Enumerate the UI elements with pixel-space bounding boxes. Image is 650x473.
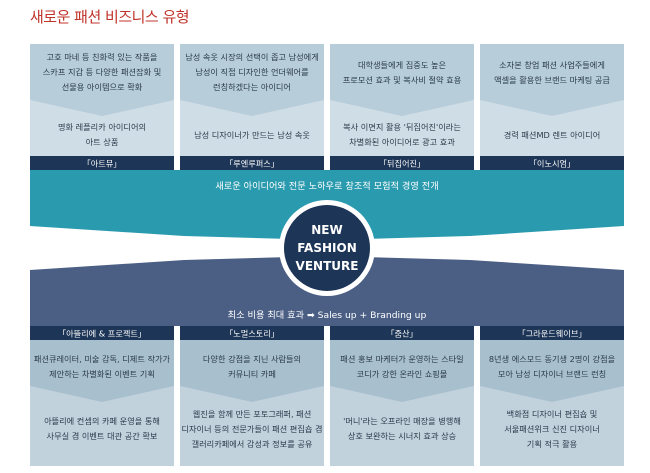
top-panel-chevron xyxy=(480,100,624,156)
bottom-band-text: 최소 비용 최대 효과 ➡ Sales up + Branding up xyxy=(228,310,427,321)
bottom-desc: 패션큐레이터, 미술 감독, 디제트 작가가 xyxy=(34,354,171,364)
top-desc: 스카프 지갑 등 다양한 패션잡화 및 xyxy=(43,67,161,77)
top-label-bar xyxy=(180,156,324,170)
bottom-label-bar xyxy=(30,326,174,340)
top-label: 「루엔루퍼스」 xyxy=(225,159,279,169)
top-label: 「아트뮤」 xyxy=(83,159,122,169)
top-label-bar xyxy=(330,156,474,170)
bottom-panel-chevron xyxy=(330,386,474,466)
bottom-sub: 기획 적극 활용 xyxy=(527,439,578,449)
top-panel-chevron xyxy=(30,100,174,156)
top-label: 「이노시엄」 xyxy=(529,159,576,169)
top-sub: 명화 레플리카 아이디어의 xyxy=(58,122,146,132)
bottom-label-bar xyxy=(180,326,324,340)
bottom-label-bar xyxy=(480,326,624,340)
bottom-sub: 백화점 디자이너 편집숍 및 xyxy=(507,409,598,419)
top-desc: 액셀을 활용한 브랜드 마케팅 공급 xyxy=(494,75,610,85)
top-sub: 아트 상품 xyxy=(86,137,119,147)
top-desc: 소자본 창업 패션 사업주들에게 xyxy=(499,60,605,70)
bottom-desc: 모아 남성 디자이너 브랜드 런칭 xyxy=(498,369,606,379)
bottom-desc: 코디가 강한 온라인 쇼핑몰 xyxy=(357,369,448,379)
bottom-desc: 제안하는 차별화된 이벤트 기획 xyxy=(49,369,155,379)
page-title: 새로운 패션 비즈니스 유형 xyxy=(30,8,190,26)
top-desc: 프로모션 효과 및 복사비 절약 효용 xyxy=(343,75,462,85)
top-panel-chevron xyxy=(330,100,474,156)
top-desc: 남성 속옷 시장의 선택이 좁고 남성에게 xyxy=(185,52,319,62)
top-sub: 경력 패션MD 렌트 아이디어 xyxy=(504,130,601,140)
bottom-sub: 웹진을 함께 만든 포토그래퍼, 패션 xyxy=(193,409,311,419)
arrow-right-icon: ➡ xyxy=(307,310,318,321)
bottom-band-suffix: Sales up + Branding up xyxy=(318,310,427,321)
bottom-desc: 커뮤니티 카페 xyxy=(228,369,276,379)
bottom-sub: 갤러리카페에서 감성과 정보를 공유 xyxy=(192,439,313,449)
top-desc: 고호 마네 등 친화력 있는 작품을 xyxy=(47,52,158,62)
bottom-label-bar xyxy=(330,326,474,340)
bottom-panel-chevron xyxy=(480,386,624,466)
bottom-sub: 서울패션위크 신진 디자이너 xyxy=(504,424,600,434)
center-label: FASHION xyxy=(297,241,357,255)
top-band-text: 새로운 아이디어와 전문 노하우로 창조적 모험적 경영 전개 xyxy=(215,180,438,192)
bottom-sub: 사무실 겸 이벤트 대관 공간 확보 xyxy=(47,431,158,441)
top-desc: 남성이 직접 디자인한 언더웨어를 xyxy=(195,67,309,77)
bottom-label: 「노멀스토리」 xyxy=(225,329,279,339)
bottom-label: 「아뜰리에 & 프로젝트」 xyxy=(58,329,146,339)
center-label: NEW xyxy=(311,223,342,237)
top-sub: 차별화된 아이디어로 광고 효과 xyxy=(349,137,455,147)
center-circle xyxy=(284,205,370,291)
bottom-sub: '머니'라는 오프라인 매장을 병행해 xyxy=(343,416,461,426)
bottom-label: 「줌산」 xyxy=(386,329,417,339)
bottom-label: 「그라운드웨이브」 xyxy=(517,329,586,339)
bottom-sub: 상호 보완하는 시너지 효과 상승 xyxy=(348,431,457,441)
top-label-bar xyxy=(30,156,174,170)
bottom-sub: 아뜰리에 컨셉의 카페 운영을 통해 xyxy=(44,416,160,426)
center-label: VENTURE xyxy=(296,259,359,273)
top-label-bar xyxy=(480,156,624,170)
top-sub: 복사 이면지 활용 '뒤집어진'이라는 xyxy=(343,122,461,132)
bottom-panel-chevron xyxy=(180,386,324,466)
top-desc: 런칭하겠다는 아이디어 xyxy=(213,82,291,92)
bottom-desc: 패션 홍보 마케터가 운영하는 스타일 xyxy=(340,354,463,364)
top-panel-chevron xyxy=(180,100,324,156)
bottom-panel-chevron xyxy=(30,386,174,466)
bottom-band-prefix: 최소 비용 최대 효과 xyxy=(228,310,307,321)
bottom-sub: 디자이너 등의 전문가들이 패션 편집숍 겸 xyxy=(181,424,322,434)
top-desc: 대학생들에게 집중도 높은 xyxy=(358,60,447,70)
bottom-desc: 다양한 강점을 지닌 사람들의 xyxy=(203,354,301,364)
top-desc: 선물용 아이템으로 확화 xyxy=(62,82,143,92)
top-label: 「뒤집어진」 xyxy=(379,159,426,169)
top-sub: 남성 디자이너가 만드는 남성 속옷 xyxy=(194,130,310,140)
bottom-column-1: 「아뜰리에 & 프로젝트」 패션큐레이터, 미술 감독, 디제트 작가가제안하는 … xyxy=(30,326,174,466)
bottom-desc: 8년생 에스모드 동기생 2명이 강점을 xyxy=(489,354,616,364)
